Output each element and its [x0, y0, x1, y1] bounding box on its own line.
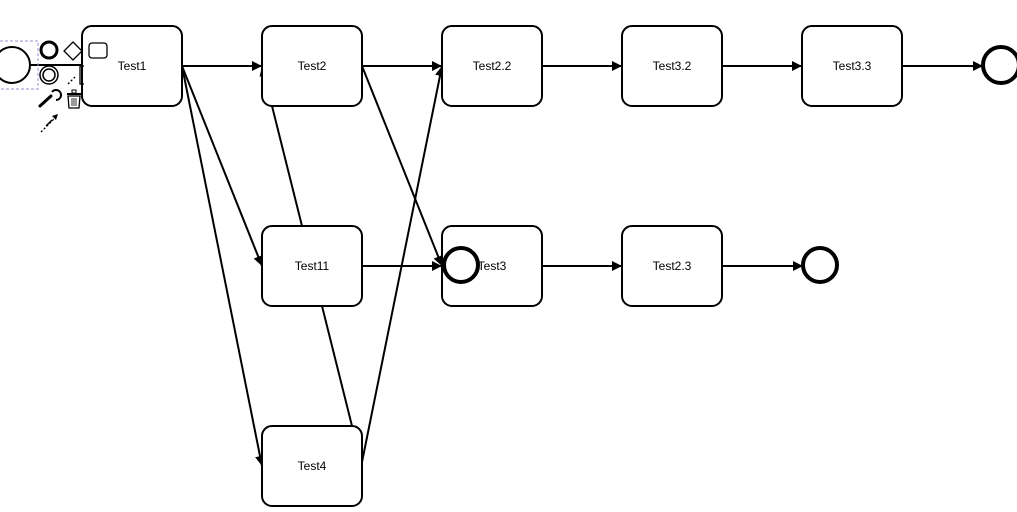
task-t4[interactable]: Test4 — [261, 425, 363, 507]
task-t2[interactable]: Test2 — [261, 25, 363, 107]
task-box[interactable] — [441, 225, 543, 307]
sequence-flow-t4-to-t22[interactable] — [361, 65, 445, 463]
sequence-flow-t1-to-t4[interactable] — [181, 65, 265, 467]
append-task-icon[interactable] — [88, 42, 108, 59]
task-label: Test3.3 — [833, 59, 872, 73]
change-type-wrench-icon[interactable] — [38, 89, 62, 108]
task-label: Test3.2 — [653, 59, 692, 73]
task-label: Test2.2 — [473, 59, 512, 73]
task-t11[interactable]: Test11 — [261, 225, 363, 307]
start-event[interactable] — [0, 46, 31, 84]
task-t1[interactable]: Test1 — [81, 25, 183, 107]
task-box[interactable] — [801, 25, 903, 107]
task-t32[interactable]: Test3.2 — [621, 25, 723, 107]
task-label: Test1 — [118, 59, 147, 73]
task-t33[interactable]: Test3.3 — [801, 25, 903, 107]
task-box[interactable] — [261, 425, 363, 507]
task-t3[interactable]: Test3 — [441, 225, 543, 307]
context-pad — [38, 40, 108, 133]
append-gateway-icon[interactable] — [63, 41, 83, 61]
task-box[interactable] — [441, 25, 543, 107]
task-box[interactable] — [621, 225, 723, 307]
sequence-flow-t2-to-t3[interactable] — [361, 65, 443, 267]
sequence-flows — [30, 61, 983, 467]
connect-arrow-icon[interactable] — [40, 114, 58, 133]
task-label: Test4 — [298, 459, 327, 473]
append-text-annotation-icon[interactable] — [67, 65, 84, 85]
task-label: Test2 — [298, 59, 327, 73]
task-box[interactable] — [621, 25, 723, 107]
task-label: Test2.3 — [653, 259, 692, 273]
delete-trash-icon[interactable] — [67, 89, 81, 109]
selection-outline — [0, 40, 39, 90]
task-t23[interactable]: Test2.3 — [621, 225, 723, 307]
events — [0, 40, 1017, 284]
task-label: Test11 — [295, 259, 330, 273]
end-event[interactable] — [801, 246, 839, 284]
task-label: Test3 — [478, 259, 507, 273]
sequence-flow-t1-to-t11[interactable] — [181, 65, 263, 267]
task-box[interactable] — [261, 25, 363, 107]
end-event[interactable] — [442, 246, 480, 284]
task-t22[interactable]: Test2.2 — [441, 25, 543, 107]
append-intermediate-event-icon[interactable] — [39, 65, 59, 85]
task-box[interactable] — [261, 225, 363, 307]
append-end-event-icon[interactable] — [39, 40, 59, 60]
end-event[interactable] — [981, 45, 1017, 85]
